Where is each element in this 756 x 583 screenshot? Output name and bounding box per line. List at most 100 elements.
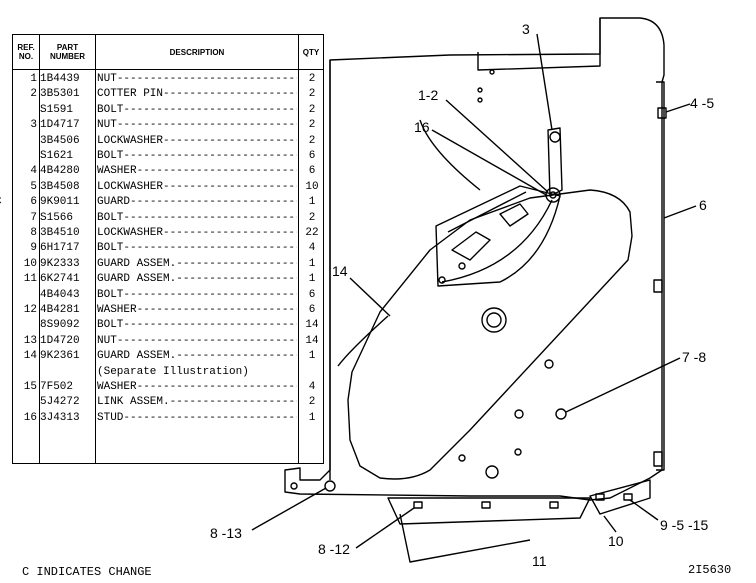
table-cell-part-number: 4B4043 [40,288,80,301]
table-cell-description: LINK ASSEM.-----------------------------… [97,396,297,409]
table-cell-part-number: 3B4506 [40,134,80,147]
table-cell-ref: 2 [30,88,37,101]
link-assembly [547,127,563,197]
table-cell-description: LOCKWASHER------------------------------… [97,134,297,147]
table-cell-qty: 4 [308,242,316,255]
header-qty: QTY [302,47,320,57]
table-cell-qty: 22 [305,227,319,239]
table-cell-part-number: 9K9011 [40,196,80,209]
arc-guard-sector [435,185,561,287]
table-cell-description: GUARD ASSEM.----------------------------… [97,257,297,270]
table-cell-part-number: 6H1717 [40,242,80,255]
table-cell-ref: 6 [30,196,37,209]
leader-8-13 [251,487,327,531]
table-cell-description: WASHER----------------------------------… [97,304,297,316]
table-cell-ref: 1 [30,73,37,85]
table-cell-qty: 14 [305,334,319,347]
table-cell-part-number: 9K2333 [40,257,80,270]
table-cell-qty: 6 [308,165,316,178]
table-cell-description: STUD------------------------------------… [97,411,297,424]
table-cell-description: GUARD-----------------------------------… [97,196,297,209]
table-cell-description: BOLT------------------------------------… [97,211,297,224]
table-cell-qty: 2 [308,119,316,132]
table-cell-description: BOLT------------------------------------… [97,288,297,301]
table-row: (Separate Illustration) [13,365,323,380]
table-row: 7S1566BOLT------------------------------… [13,211,323,226]
table-cell-description: GUARD ASSEM.----------------------------… [97,350,297,363]
table-cell-qty: 2 [308,103,316,116]
table-cell-part-number: 1D4717 [40,119,80,132]
table-row: 96H1717BOLT-----------------------------… [13,241,323,256]
bottom-guard-assembly-11 [387,497,591,525]
center-boss [481,307,507,333]
table-cell-part-number: 3B5301 [40,88,80,101]
table-cell-description: COTTER PIN------------------------------… [97,88,297,101]
table-cell-ref: 13 [23,334,37,347]
table-cell-qty: 1 [308,411,316,424]
table-cell-description: BOLT------------------------------------… [97,103,297,116]
table-cell-part-number: S1591 [40,103,74,116]
table-cell-part-number: 4B4280 [40,165,80,178]
callout-4-5: 4 -5 [690,95,714,111]
table-cell-part-number: S1566 [40,211,74,224]
table-cell-part-number: 7F502 [40,381,74,393]
header-description: DESCRIPTION [169,47,225,57]
right-edge-bracket [656,81,665,471]
table-cell-part-number: S1621 [40,150,74,162]
leader-4-5 [665,103,691,113]
table-cell-ref: 12 [23,304,37,316]
table-cell-part-number: 3J4313 [40,411,80,424]
guard-plate-outline [284,17,665,501]
leader-14 [349,277,391,317]
table-row: 131D4720NUT-----------------------------… [13,334,323,349]
table-cell-qty: 14 [305,319,319,332]
table-cell-part-number: 4B4281 [40,304,80,316]
table-row: 11B4439NUT------------------------------… [13,72,323,87]
callout-3: 3 [522,21,530,37]
change-indicator: C [0,195,2,210]
table-cell-ref: 5 [30,180,37,193]
table-cell-description: GUARD ASSEM.----------------------------… [97,273,297,286]
table-cell-part-number: 1D4720 [40,334,80,347]
table-cell-description: (Separate Illustration) [97,365,249,378]
header-ref-no: REF. NO. [17,43,35,61]
table-cell-ref: 10 [23,257,37,270]
table-row: 163J4313STUD----------------------------… [13,411,323,426]
inner-reinforcement-plate [347,189,633,480]
table-cell-qty: 2 [308,88,316,101]
callout-10: 10 [608,533,624,549]
table-row: 5J4272 LINK ASSEM.-----------------------… [13,395,323,410]
table-cell-ref: 15 [23,381,37,393]
table-cell-ref: 14 [23,350,37,363]
header-part-number: PART NUMBER [49,43,86,61]
leader-10 [603,515,617,533]
callout-8-12: 8 -12 [318,541,350,557]
table-cell-qty: 2 [308,211,316,224]
table-row: 53B4508LOCKWASHER-----------------------… [13,180,323,195]
callout-9-5-15: 9 -5 -15 [660,517,708,533]
table-cell-qty: 10 [305,180,319,193]
drawing-number: 2I5630 [688,563,732,577]
leader-8-12 [355,507,415,549]
table-cell-qty: 1 [308,273,316,286]
table-row: S1621 BOLT-------------------------------… [13,149,323,164]
change-note: C INDICATES CHANGE [22,565,152,579]
table-cell-part-number: 5J4272 [40,396,80,409]
leader-7-8 [565,357,681,413]
callout-8-13: 8 -13 [210,525,242,541]
table-cell-qty: 2 [308,134,316,147]
table-row: 44B4280WASHER---------------------------… [13,164,323,179]
table-cell-qty: 6 [308,288,316,301]
table-cell-part-number: 1B4439 [40,73,80,85]
table-cell-qty: 1 [308,196,316,209]
table-row: 4B4043 BOLT------------------------------… [13,288,323,303]
table-row: S1591 BOLT-------------------------------… [13,103,323,118]
table-cell-qty: 1 [308,350,316,363]
table-cell-ref: 4 [30,165,37,178]
callout-7-8: 7 -8 [682,349,706,365]
table-cell-description: BOLT------------------------------------… [97,150,297,162]
